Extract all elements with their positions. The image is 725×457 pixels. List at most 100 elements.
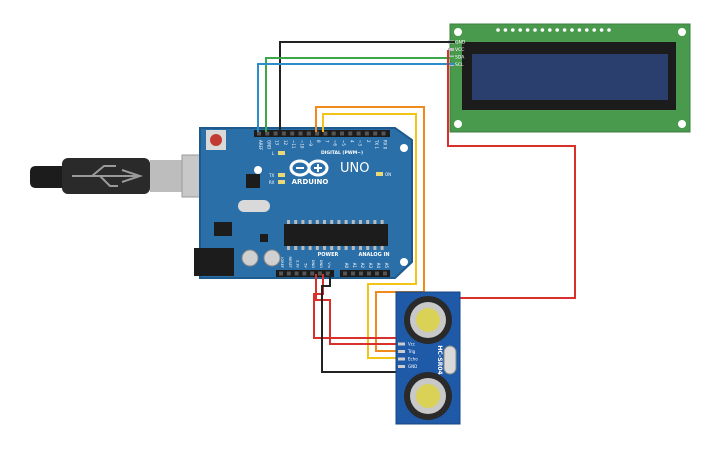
capacitor bbox=[263, 249, 281, 267]
small-component bbox=[260, 234, 268, 242]
chip-pin bbox=[323, 246, 326, 250]
digital-pin[interactable] bbox=[373, 131, 378, 136]
digital-pin-label: 7 bbox=[324, 140, 329, 143]
analog-pin[interactable] bbox=[375, 271, 379, 276]
analog-pin-label: A2 bbox=[360, 263, 365, 269]
digital-pin[interactable] bbox=[281, 131, 286, 136]
chip-pin bbox=[351, 220, 355, 224]
wire-lcd-vcc[interactable] bbox=[447, 50, 576, 299]
digital-pin[interactable] bbox=[273, 131, 278, 136]
voltage-regulator bbox=[214, 222, 232, 236]
wire-lcd-scl[interactable] bbox=[257, 63, 455, 132]
usb-symbol-icon bbox=[72, 165, 144, 187]
sensor-pin[interactable] bbox=[398, 350, 405, 353]
sensor-pin[interactable] bbox=[398, 357, 405, 361]
lcd-pad bbox=[511, 28, 515, 32]
led-l-label: L bbox=[272, 151, 275, 156]
analog-pin[interactable] bbox=[351, 271, 355, 276]
power-jack[interactable] bbox=[194, 248, 234, 276]
chip-pin bbox=[344, 246, 348, 250]
chip-pin bbox=[380, 220, 384, 224]
power-pin[interactable] bbox=[286, 271, 291, 276]
digital-pin-label: GND bbox=[266, 140, 271, 149]
lcd-pad bbox=[577, 28, 582, 32]
mounting-hole bbox=[678, 28, 686, 36]
digital-pin-label: 2 bbox=[366, 140, 371, 143]
digital-pin[interactable] bbox=[265, 131, 270, 136]
mounting-hole bbox=[678, 120, 686, 128]
chip-pin bbox=[308, 220, 312, 224]
mounting-hole bbox=[454, 28, 462, 36]
digital-pin[interactable] bbox=[356, 131, 361, 136]
power-pin[interactable] bbox=[302, 271, 307, 276]
digital-pin[interactable] bbox=[315, 131, 320, 136]
wire-lcd-gnd[interactable] bbox=[279, 41, 455, 132]
digital-pin[interactable] bbox=[298, 131, 303, 136]
digital-pin[interactable] bbox=[348, 131, 353, 136]
crystal bbox=[238, 200, 270, 212]
power-pin[interactable] bbox=[310, 271, 315, 276]
chip-pin bbox=[308, 246, 312, 250]
wire-lcd-sda[interactable] bbox=[265, 57, 455, 132]
power-pin[interactable] bbox=[325, 271, 330, 276]
digital-pin[interactable] bbox=[364, 131, 369, 136]
wire-sensor-vcc[interactable] bbox=[315, 274, 398, 345]
analog-pin-label: A0 bbox=[344, 263, 349, 269]
analog-pin[interactable] bbox=[359, 271, 363, 276]
lcd-pad bbox=[503, 28, 508, 32]
digital-pin[interactable] bbox=[340, 131, 344, 136]
lcd-pad bbox=[585, 28, 589, 32]
analog-pin-label: A1 bbox=[352, 263, 357, 269]
digital-pin[interactable] bbox=[290, 131, 295, 136]
led-l bbox=[278, 151, 285, 155]
digital-pin-label: 4 bbox=[349, 140, 354, 143]
lcd-pad bbox=[525, 28, 530, 32]
sensor-model-label: HC-SR04 bbox=[436, 345, 443, 374]
lcd-pin-label: SDA bbox=[455, 55, 465, 61]
chip-pin bbox=[366, 220, 370, 224]
lcd-pad bbox=[607, 28, 611, 32]
digital-pin[interactable] bbox=[323, 131, 328, 136]
chip-pin bbox=[315, 246, 319, 250]
chip-pin bbox=[351, 246, 355, 250]
arduino-logo-text: ARDUINO bbox=[292, 178, 329, 186]
wire-sensor-gnd[interactable] bbox=[321, 274, 398, 373]
sensor-core-top bbox=[416, 308, 440, 332]
digital-pin[interactable] bbox=[381, 131, 386, 136]
usb-cable[interactable] bbox=[30, 154, 211, 198]
sensor-pin[interactable] bbox=[398, 365, 405, 368]
chip-pin bbox=[294, 246, 298, 250]
wire-sensor-echo[interactable] bbox=[322, 113, 417, 359]
chip-pin bbox=[359, 246, 362, 250]
wires bbox=[257, 41, 576, 373]
lcd-pin-label: GND bbox=[455, 40, 466, 46]
power-pin[interactable] bbox=[294, 271, 299, 276]
power-pin[interactable] bbox=[318, 271, 322, 276]
power-pin-label: IOREF bbox=[280, 257, 284, 268]
analog-pin[interactable] bbox=[343, 271, 347, 276]
led-on bbox=[376, 172, 383, 176]
lcd-pad bbox=[562, 28, 567, 32]
lcd-pad bbox=[533, 28, 537, 32]
chip-pin bbox=[330, 220, 334, 224]
digital-pin-label: ~3 bbox=[358, 140, 363, 146]
analog-pin-label: A5 bbox=[384, 263, 389, 269]
sensor-pin[interactable] bbox=[398, 342, 405, 346]
chip-pin bbox=[301, 246, 305, 250]
digital-pin[interactable] bbox=[257, 131, 261, 136]
lcd-pin-label: VCC bbox=[455, 47, 464, 53]
analog-pin[interactable] bbox=[367, 271, 371, 276]
digital-pin[interactable] bbox=[331, 131, 336, 136]
analog-pin[interactable] bbox=[383, 271, 387, 276]
power-pin[interactable] bbox=[279, 271, 283, 276]
mounting-hole bbox=[400, 258, 408, 266]
lcd-pin[interactable] bbox=[448, 48, 454, 51]
digital-pin[interactable] bbox=[306, 131, 311, 136]
digital-pin-label: ~11 bbox=[291, 140, 296, 149]
lcd-pad bbox=[548, 28, 552, 32]
led-tx bbox=[278, 173, 285, 177]
